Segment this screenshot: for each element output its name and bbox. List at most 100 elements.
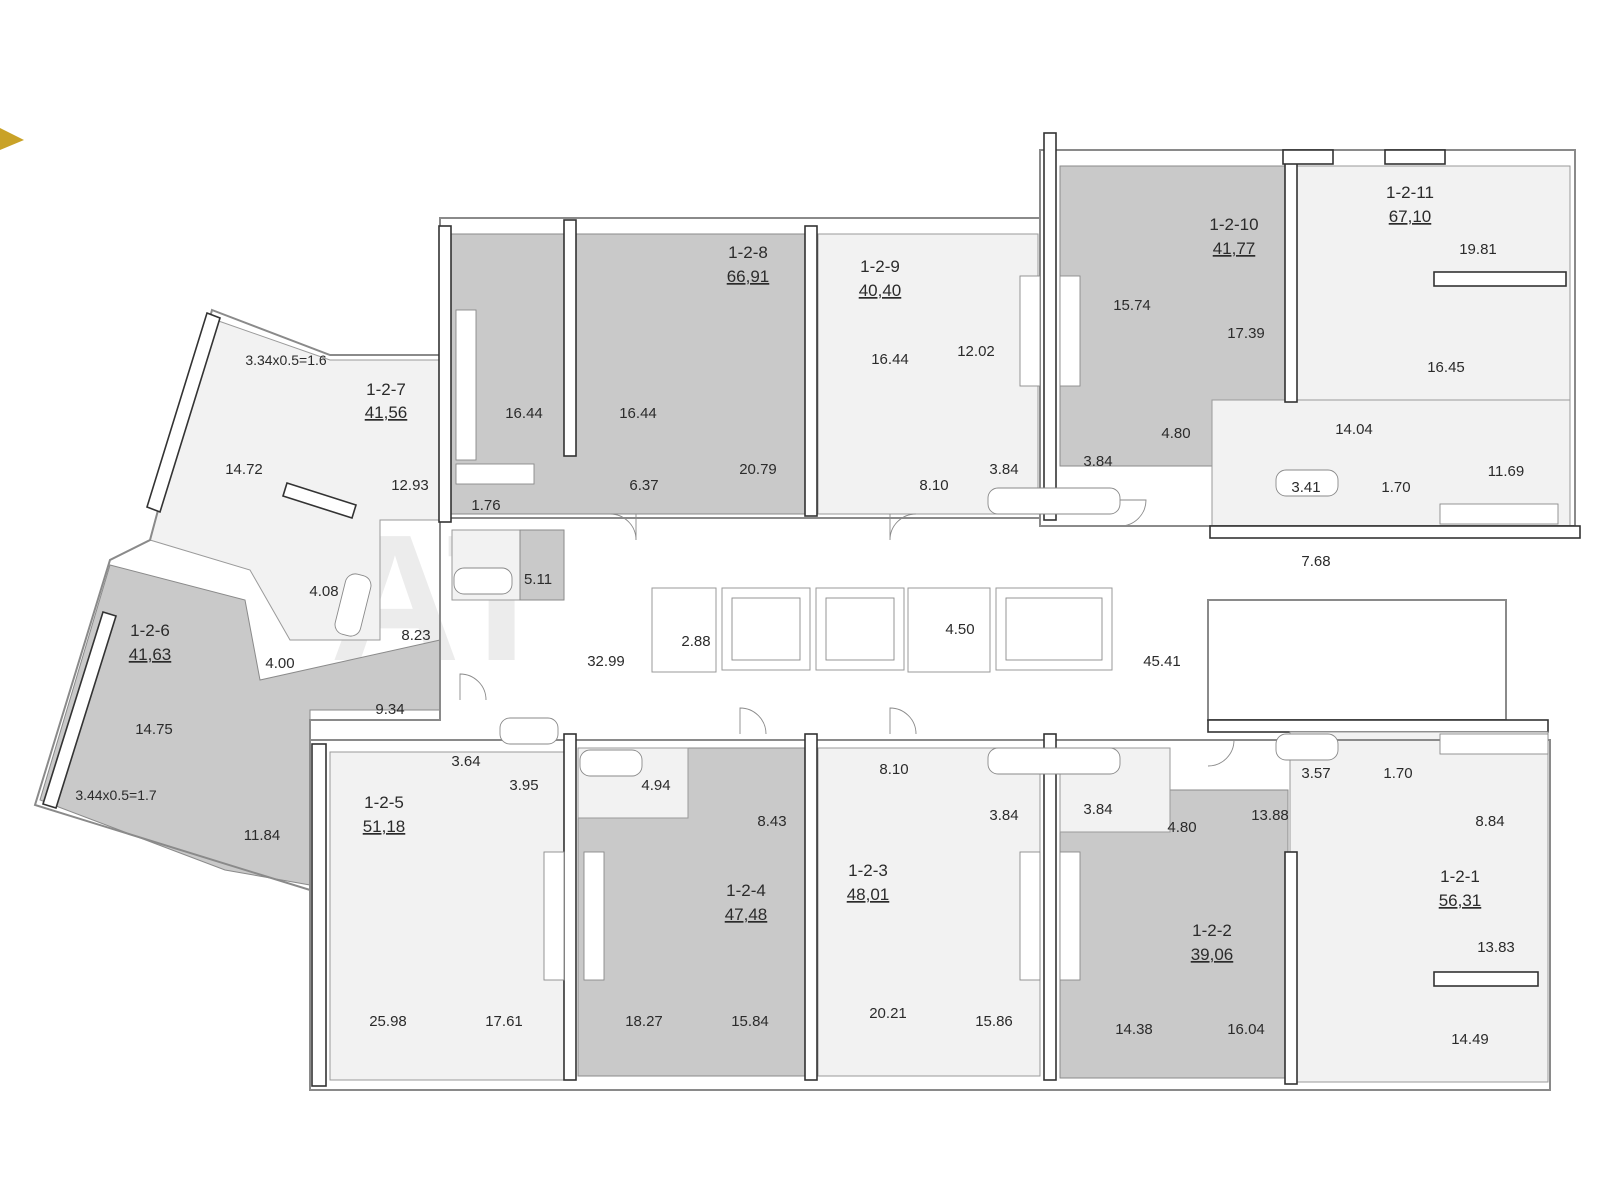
apartment-number: 1-2-1 (1440, 867, 1480, 886)
room-area: 15.74 (1113, 297, 1151, 314)
balcony-area: 3.44x0.5=1.7 (75, 787, 157, 803)
room-area: 3.41 (1291, 479, 1320, 496)
room-area: 16.45 (1427, 359, 1465, 376)
room-area: 3.84 (1083, 801, 1112, 818)
apartment-number: 1-2-5 (364, 793, 404, 812)
apartment-total-area: 67,10 (1389, 207, 1432, 226)
room-area: 15.86 (975, 1013, 1013, 1030)
room-area: 4.80 (1167, 819, 1196, 836)
apartment-1-2-2[interactable] (1059, 789, 1289, 1079)
room-area: 5.11 (524, 571, 552, 588)
wall-segment (1209, 525, 1581, 539)
door-swing (459, 673, 487, 701)
room-area: 13.83 (1477, 939, 1515, 956)
door-swing (1119, 499, 1147, 527)
door-swing (889, 513, 917, 541)
wall-segment (146, 311, 221, 514)
room-area: 11.69 (1488, 463, 1524, 480)
wall-segment (1284, 153, 1298, 403)
kitchen-counter (1019, 851, 1041, 981)
door-swing (1207, 739, 1235, 767)
wall-segment (1433, 271, 1567, 287)
room-area: 11.84 (244, 827, 280, 844)
room-area: 25.98 (369, 1013, 407, 1030)
apartment-total-area: 51,18 (363, 817, 406, 836)
room-area: 4.08 (309, 583, 338, 600)
room-area: 8.84 (1475, 813, 1504, 830)
apartment-total-area: 40,40 (859, 281, 902, 300)
elevator-cab-1 (731, 597, 801, 661)
wall-segment (563, 733, 577, 1081)
wall-segment (311, 743, 327, 1087)
stair-room (651, 587, 717, 673)
room-area: 14.04 (1335, 421, 1373, 438)
room-area: 14.49 (1451, 1031, 1489, 1048)
room-area: 8.10 (879, 761, 908, 778)
bathtub (334, 573, 372, 637)
room-area: 14.75 (135, 721, 173, 738)
vestibule (907, 587, 991, 673)
stair-area: 2.88 (681, 633, 710, 650)
wall-segment (1282, 149, 1334, 165)
room-area: 1.70 (1381, 479, 1410, 496)
apartment-total-area: 47,48 (725, 905, 768, 924)
apartment-1-2-7[interactable] (149, 317, 441, 641)
kitchen-counter (1059, 851, 1081, 981)
door-swing (889, 707, 917, 735)
apartment-total-area: 41,56 (365, 403, 408, 422)
wall-segment (1043, 132, 1057, 521)
room-area: 13.88 (1251, 807, 1289, 824)
room-area: 3.57 (1301, 765, 1330, 782)
room-area: 4.80 (1161, 425, 1190, 442)
balcony-area: 3.34x0.5=1.6 (245, 352, 327, 368)
wall-segment (1433, 971, 1539, 987)
wall-segment (282, 481, 357, 520)
apartment-1-2-3[interactable] (817, 747, 1041, 1077)
apartment-total-area: 41,63 (129, 645, 172, 664)
corridor-area: 32.99 (587, 653, 625, 670)
kitchen-counter (455, 463, 535, 485)
apartment-number: 1-2-9 (860, 257, 900, 276)
wall-segment (804, 733, 818, 1081)
apartment-total-area: 41,77 (1213, 239, 1256, 258)
apartment-total-area: 48,01 (847, 885, 890, 904)
apartment-1-2-5[interactable] (329, 751, 569, 1081)
room-area: 20.21 (869, 1005, 907, 1022)
room-area: 3.64 (451, 753, 480, 770)
wall-segment (563, 219, 577, 457)
room-area: 3.84 (1083, 453, 1112, 470)
apartment-number: 1-2-2 (1192, 921, 1232, 940)
apartment-1-2-1[interactable] (1289, 731, 1549, 1083)
apartment-number: 1-2-4 (726, 881, 766, 900)
room-area: 17.61 (485, 1013, 523, 1030)
apartment-total-area: 66,91 (727, 267, 770, 286)
room-area: 14.72 (225, 461, 263, 478)
room-area: 16.44 (871, 351, 909, 368)
kitchen-counter (455, 309, 477, 461)
corridor-area: 45.41 (1143, 653, 1181, 670)
room-area: 9.34 (375, 701, 404, 718)
bathtub (987, 487, 1121, 515)
door-swing (609, 513, 637, 541)
kitchen-counter (583, 851, 605, 981)
wall-segment (1207, 719, 1549, 733)
room-area: 20.79 (739, 461, 777, 478)
room-area: 4.94 (641, 777, 670, 794)
apartment-1-2-9[interactable] (817, 233, 1039, 515)
kitchen-counter (543, 851, 565, 981)
room-area: 1.76 (471, 497, 500, 514)
room-area: 18.27 (625, 1013, 663, 1030)
north-arrow-icon (0, 128, 24, 150)
apartment-number: 1-2-11 (1386, 183, 1434, 202)
bathtub (499, 717, 559, 745)
wall-segment (1384, 149, 1446, 165)
vestibule-area: 4.50 (945, 621, 974, 638)
wall-segment (1043, 733, 1057, 1081)
apartment-number: 1-2-6 (130, 621, 170, 640)
outer-wall-bottom (309, 739, 1551, 1091)
room-area: 8.43 (757, 813, 786, 830)
kitchen-counter (1439, 733, 1549, 755)
room-area: 12.93 (391, 477, 429, 494)
room-area: 16.44 (619, 405, 657, 422)
